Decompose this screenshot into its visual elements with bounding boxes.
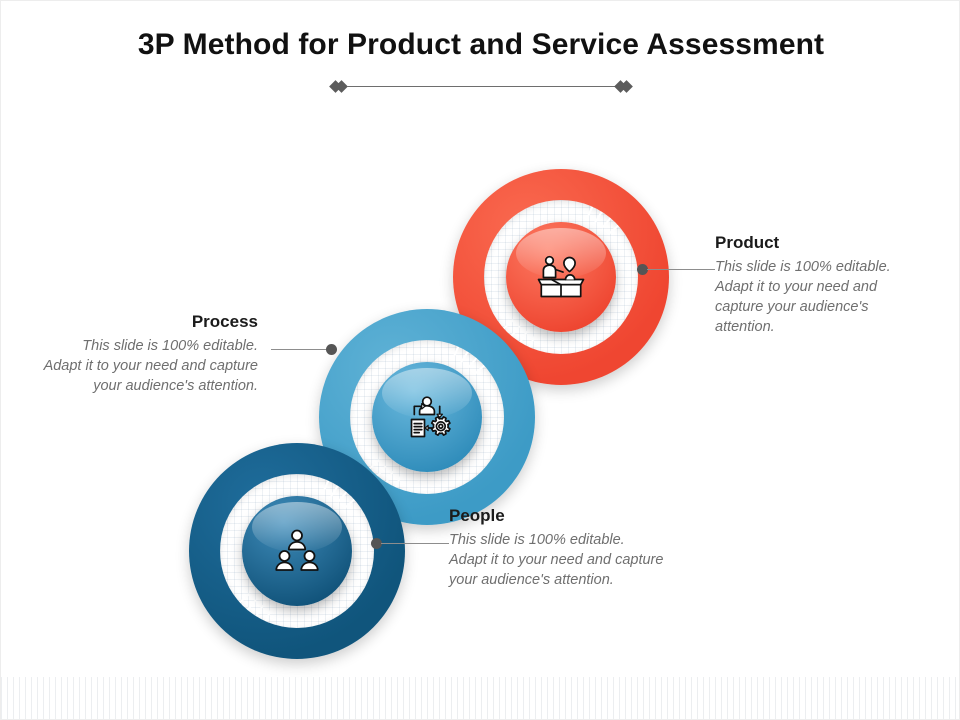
description-people: This slide is 100% editable. Adapt it to… [449, 532, 664, 589]
heading-process: Process [191, 312, 258, 331]
node-people[interactable] [189, 443, 405, 659]
group-of-people-icon [275, 529, 319, 571]
connector-line-process [271, 349, 329, 350]
connector-dot-people [371, 538, 382, 549]
connector-people [371, 538, 449, 550]
description-product: This slide is 100% editable. Adapt it to… [715, 259, 891, 336]
node-product[interactable] [453, 169, 669, 385]
bottom-stripe-band [1, 677, 959, 719]
textblock-product: Product This slide is 100% editable. Ada… [715, 233, 920, 337]
connector-line-people [381, 543, 449, 544]
heading-people: People [449, 506, 505, 525]
process-core-sphere [372, 362, 482, 472]
connector-process [271, 344, 337, 356]
connector-dot-product [637, 264, 648, 275]
connector-product [637, 264, 715, 276]
node-process[interactable] [319, 309, 535, 525]
connector-dot-process [326, 344, 337, 355]
slide-title-container: 3P Method for Product and Service Assess… [1, 27, 959, 63]
connector-line-product [647, 269, 715, 270]
divider [329, 79, 633, 95]
description-process: This slide is 100% editable. Adapt it to… [43, 338, 258, 395]
workflow-gear-icon [410, 396, 451, 438]
page-title: 3P Method for Product and Service Assess… [137, 28, 825, 61]
heading-product: Product [715, 233, 780, 252]
people-core-sphere [242, 496, 352, 606]
product-core-sphere [506, 222, 616, 332]
textblock-process: Process This slide is 100% editable. Ada… [43, 312, 258, 396]
divider-line [347, 86, 615, 87]
product-presentation-icon [537, 255, 585, 298]
textblock-people: People This slide is 100% editable. Adap… [449, 506, 664, 590]
